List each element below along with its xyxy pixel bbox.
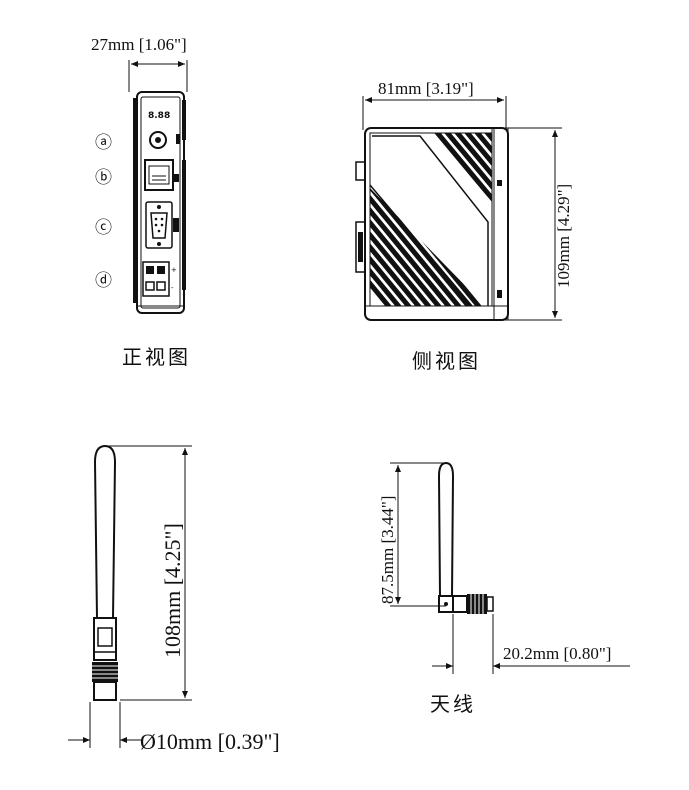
antenna-height-dimension: 108mm [4.25"] xyxy=(108,445,192,701)
antenna-diameter-dimension: Ø10mm [0.39"] xyxy=(68,702,280,754)
front-top-label: 8.88 xyxy=(148,111,170,121)
side-view-caption: 侧视图 xyxy=(412,349,481,373)
front-width-label: 27mm [1.06"] xyxy=(91,35,187,54)
svg-text:+: + xyxy=(171,266,177,274)
side-enclosure xyxy=(355,127,509,321)
side-view: 81mm [3.19"] 109mm [4.29"] xyxy=(355,79,573,373)
svg-text:-: - xyxy=(171,284,174,292)
serial-port xyxy=(145,201,179,249)
front-enclosure xyxy=(133,91,186,314)
antenna-side-height-dimension: 87.5mm [3.44"] xyxy=(378,462,446,607)
side-hatch-top xyxy=(432,133,492,202)
front-view-caption: 正视图 xyxy=(122,345,191,369)
terminal-block: + - xyxy=(142,261,177,297)
antenna-side-body xyxy=(437,461,494,614)
front-width-dimension: 27mm [1.06"] xyxy=(91,35,188,92)
front-view: 27mm [1.06"] 8.88 xyxy=(91,35,191,369)
side-height-label: 109mm [4.29"] xyxy=(554,184,573,288)
antenna-side-height-label: 87.5mm [3.44"] xyxy=(378,496,397,604)
marker-d: ⓓ xyxy=(95,271,112,291)
ethernet-port xyxy=(144,159,179,191)
antenna-connector xyxy=(149,131,180,149)
antenna-front-view: 108mm [4.25"] Ø10mm [0.39"] xyxy=(68,444,280,754)
marker-c: ⓒ xyxy=(95,218,112,238)
antenna-side-width-label: 20.2mm [0.80"] xyxy=(503,644,611,663)
antenna-diameter-label: Ø10mm [0.39"] xyxy=(140,729,280,754)
antenna-side-width-dimension: 20.2mm [0.80"] xyxy=(432,614,630,674)
antenna-height-label: 108mm [4.25"] xyxy=(160,523,185,658)
marker-b: ⓑ xyxy=(95,168,112,188)
side-height-dimension: 109mm [4.29"] xyxy=(508,127,573,321)
antenna-body xyxy=(92,444,118,701)
side-width-label: 81mm [3.19"] xyxy=(378,79,474,98)
side-hatch-bottom xyxy=(370,188,485,306)
marker-a: ⓐ xyxy=(95,133,112,153)
antenna-caption: 天线 xyxy=(430,692,476,716)
side-width-dimension: 81mm [3.19"] xyxy=(362,79,507,130)
antenna-side-view: 87.5mm [3.44"] 20.2mm [0.80"] 天线 xyxy=(378,461,630,716)
